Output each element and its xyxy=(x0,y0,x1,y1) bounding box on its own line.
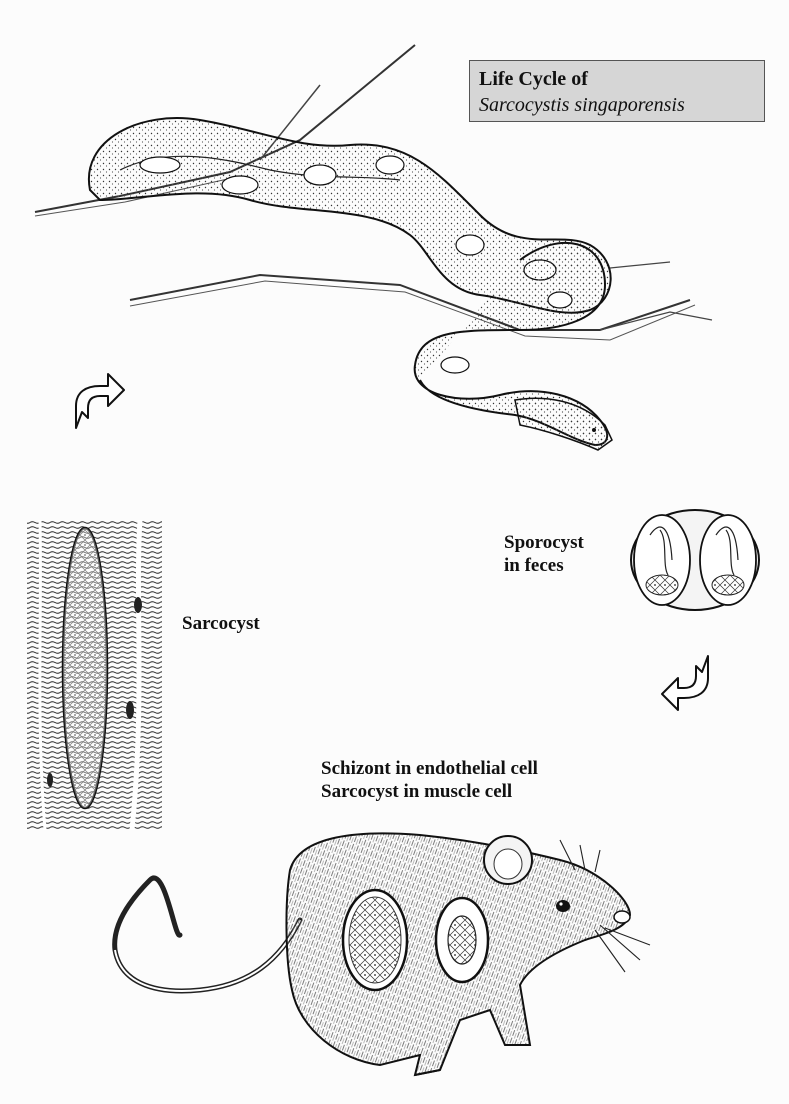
sporocyst-label-line-1: Sporocyst xyxy=(504,531,634,554)
host-stages-label: Schizont in endothelial cell Sarcocyst i… xyxy=(321,757,651,803)
host-stages-label-line-2: Sarcocyst in muscle cell xyxy=(321,780,651,803)
sporocyst-illustration xyxy=(631,510,759,610)
snake-illustration xyxy=(35,45,712,450)
muscle-sarcocyst-illustration xyxy=(27,520,162,830)
sarcocyst-label: Sarcocyst xyxy=(182,612,260,635)
rat-illustration xyxy=(115,833,650,1075)
sporocyst-label-line-2: in feces xyxy=(504,554,634,577)
sporocyst-label: Sporocyst in feces xyxy=(504,531,634,577)
arrow-snake-to-sporocyst-icon xyxy=(76,374,124,428)
host-stages-label-line-1: Schizont in endothelial cell xyxy=(321,757,651,780)
arrow-sporocyst-to-rat-icon xyxy=(662,656,708,710)
